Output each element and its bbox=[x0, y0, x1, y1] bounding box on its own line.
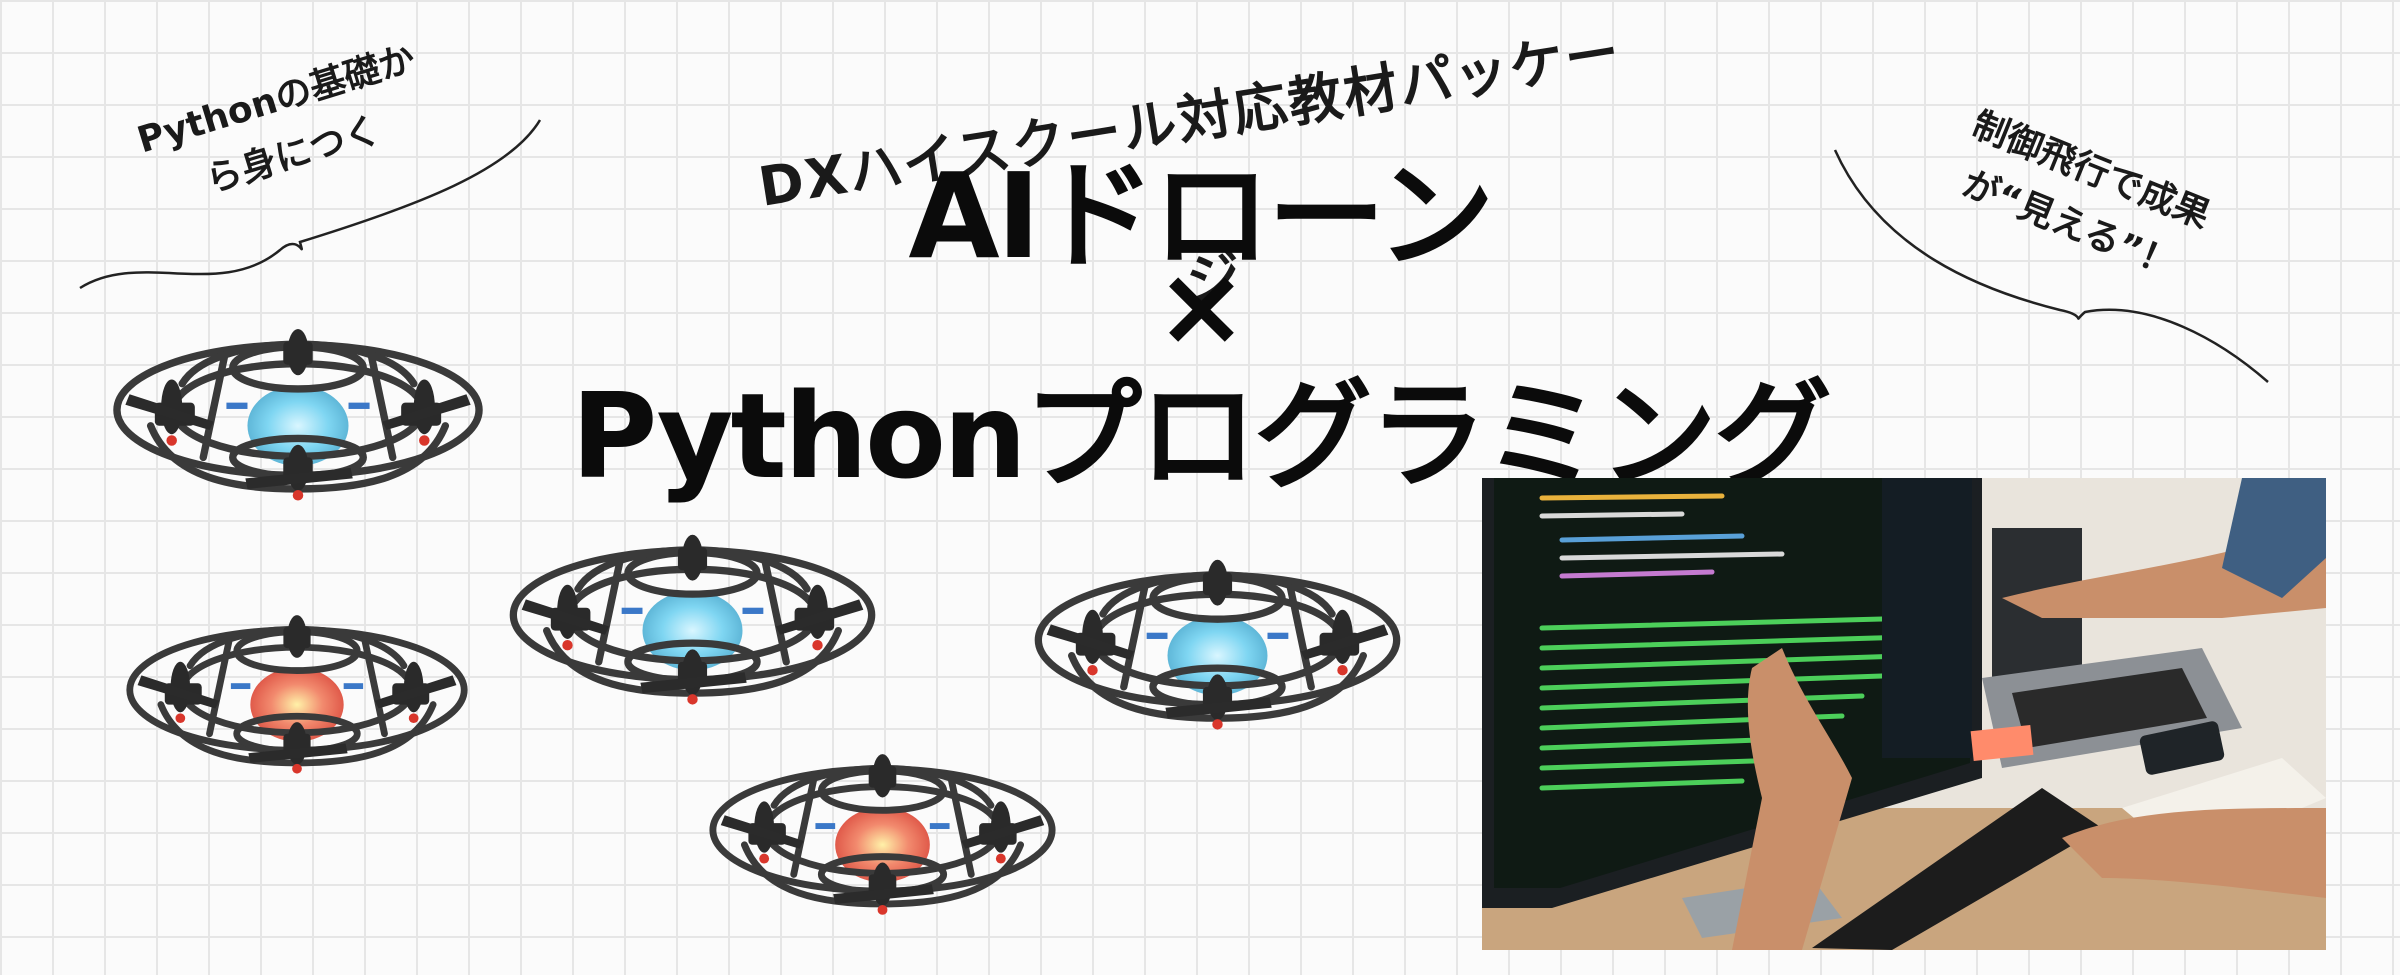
drone-body-glow bbox=[1167, 616, 1268, 696]
drone-image-1 bbox=[108, 328, 488, 501]
programming-photo bbox=[1482, 478, 2326, 950]
drone-body-glow bbox=[250, 667, 344, 742]
right-swoosh-line bbox=[1833, 149, 2269, 383]
drone-body-glow bbox=[642, 591, 743, 671]
drone-image-3 bbox=[505, 534, 880, 705]
drone-image-5 bbox=[705, 754, 1060, 915]
title-ai-drone: AIドローン bbox=[908, 147, 1494, 285]
drone-image-2 bbox=[122, 615, 472, 774]
drone-body-glow bbox=[835, 807, 930, 883]
title-cross: × bbox=[1155, 242, 1247, 370]
drone-body-glow bbox=[247, 385, 349, 466]
drone-image-4 bbox=[1030, 559, 1405, 730]
left-swoosh-line bbox=[79, 119, 542, 290]
